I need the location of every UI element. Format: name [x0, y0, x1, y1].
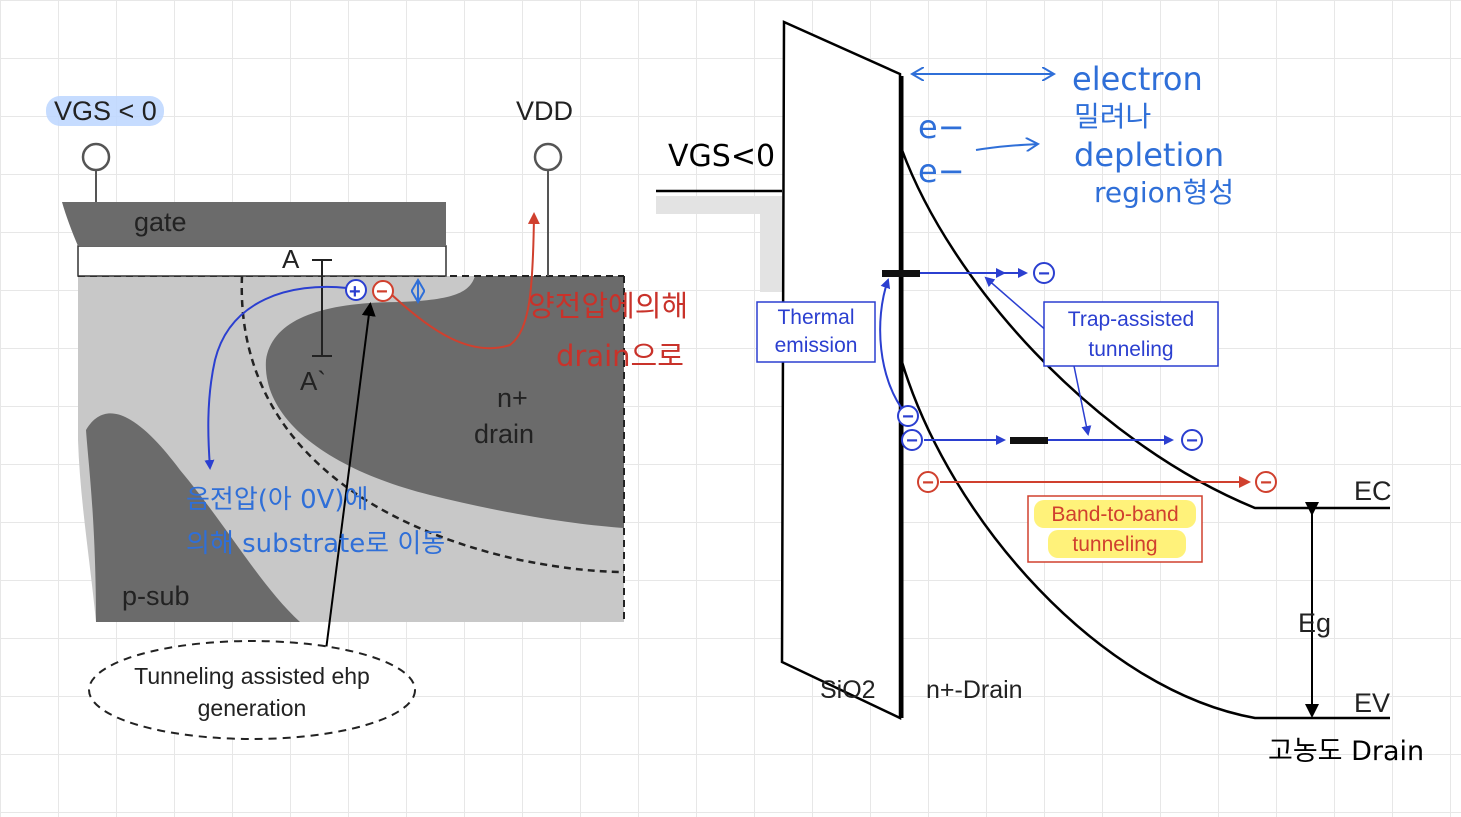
note-region: region형성	[1094, 176, 1234, 209]
electron-symbol-trap-mid: −	[1186, 430, 1198, 452]
n-drain-region	[265, 276, 624, 528]
sio2-oxide	[780, 20, 902, 720]
a-bottom-label: A`	[300, 366, 326, 396]
btb-highlight-1	[1034, 500, 1196, 528]
electron-symbol-trap-top: −	[1038, 263, 1050, 285]
gate-shadow	[656, 196, 780, 214]
trap-level-top	[882, 270, 920, 277]
red-note-line2: drain으로	[556, 339, 684, 373]
vdd-label: VDD	[516, 96, 573, 126]
note-depletion: depletion	[1074, 136, 1224, 174]
band-diagram	[656, 20, 1390, 720]
thermal-emission-arrow	[879, 278, 907, 415]
depletion-note-arrow	[975, 144, 1038, 150]
psub-label: p-sub	[122, 581, 190, 611]
hole-circle	[345, 279, 367, 301]
a-top-label: A	[282, 244, 300, 274]
trap-text-1: Trap-assisted	[1068, 308, 1194, 331]
e-minus-2: e−	[918, 152, 965, 190]
blue-note-line2: 의해 substrate로 이동	[186, 529, 445, 559]
callout-pointer-arrow	[325, 302, 376, 651]
electron-thermal-2	[901, 429, 923, 451]
vgs-highlight	[46, 96, 164, 126]
electron-btb-end	[1255, 471, 1277, 493]
note-electron: electron	[1072, 60, 1203, 98]
electron-btb-start	[917, 471, 939, 493]
trap-assisted-box	[1043, 301, 1219, 367]
ec-label: EC	[1354, 476, 1392, 506]
callout-text-2: generation	[198, 695, 307, 721]
electron-symbol-thermal-2: −	[906, 430, 918, 452]
thermal-text-1: Thermal	[777, 306, 854, 329]
hole-symbol: +	[349, 281, 361, 303]
ndrain-label-top: n+	[497, 383, 528, 413]
electron-symbol-thermal-1: −	[902, 406, 914, 428]
trap-level-mid	[1010, 437, 1048, 444]
electron-to-drain-arrow	[391, 212, 540, 350]
electron-symbol-btb-end: −	[1260, 472, 1272, 494]
high-concentration-drain: 고농도 Drain	[1268, 736, 1424, 767]
electron-symbol: −	[376, 281, 388, 303]
red-note-line1: 양전압에의해	[528, 289, 688, 323]
eg-label: Eg	[1298, 608, 1331, 638]
btb-highlight-2	[1048, 530, 1186, 558]
ndrain-label-bottom: drain	[474, 419, 534, 449]
psub-dark-region	[86, 413, 300, 622]
electron-symbol-btb-start: −	[922, 472, 934, 494]
mosfet-cross-section	[46, 96, 625, 740]
ndrain-label: n+-Drain	[926, 676, 1023, 704]
electron-trap-mid	[1181, 429, 1203, 451]
gate-label: gate	[134, 207, 187, 237]
ev-label: EV	[1354, 688, 1390, 718]
trap-text-2: tunneling	[1088, 338, 1173, 361]
electron-thermal-1	[897, 405, 919, 427]
callout-ellipse	[88, 640, 416, 740]
vgs-label: VGS < 0	[54, 96, 157, 126]
btb-text-1: Band-to-band	[1051, 503, 1178, 526]
btb-text-2: tunneling	[1072, 533, 1157, 556]
trap-pointer-2	[1073, 365, 1092, 436]
sio2-label: SiO2	[820, 676, 876, 704]
electron-circle	[372, 280, 394, 302]
ev-band	[900, 361, 1390, 720]
thermal-emission-box	[756, 301, 876, 363]
gate-oxide	[77, 245, 447, 277]
note-pushed: 밀려나	[1074, 100, 1151, 133]
vgs-terminal	[81, 142, 111, 172]
e-minus-1: e−	[918, 108, 965, 146]
gate-electrode	[62, 202, 446, 246]
ec-band	[900, 149, 1390, 510]
thermal-text-2: emission	[775, 334, 858, 357]
trap-pointer-1	[984, 276, 1049, 333]
depletion-boundary	[240, 275, 625, 574]
hole-to-substrate-arrow	[204, 285, 348, 470]
callout-text-1: Tunneling assisted ehp	[134, 663, 370, 689]
right-vgs-label: VGS<0	[668, 139, 775, 174]
blue-note-line1: 음전압(아 0V)에	[186, 485, 368, 515]
vdd-terminal	[533, 142, 563, 172]
electron-trap-top	[1033, 262, 1055, 284]
gate-shadow-side	[760, 196, 782, 292]
